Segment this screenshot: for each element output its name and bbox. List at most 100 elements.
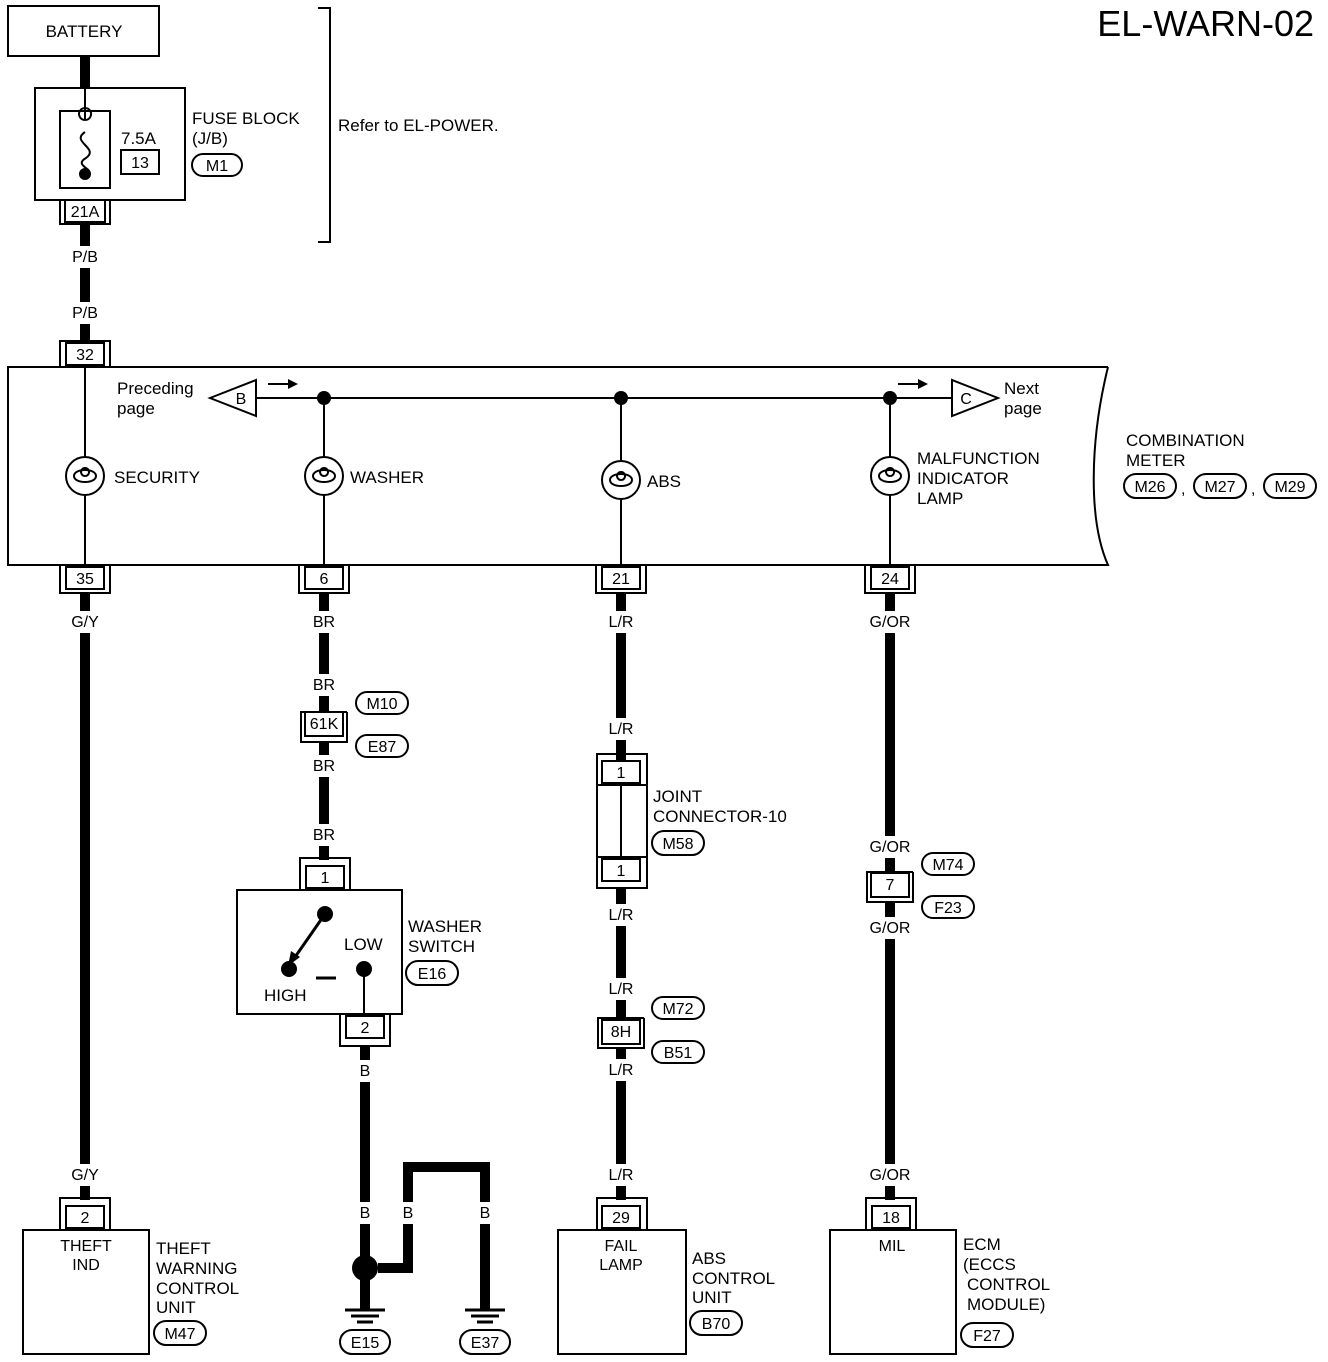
washer-switch-connector-pill: [405, 960, 459, 986]
combination-meter-box: [7, 366, 1110, 566]
joint-pin-top: 1: [617, 765, 626, 782]
switch-pin-in: 1: [321, 870, 330, 887]
meter-connector-pill-3: [1263, 473, 1317, 499]
power-ref-bracket: [318, 7, 331, 243]
joint-connector-pill: [651, 830, 705, 856]
theft-unit-text-2: IND: [72, 1257, 100, 1274]
washer-conn-box: [304, 711, 344, 737]
pb-wire-label-top: P/B: [72, 249, 98, 266]
battery-box: [7, 5, 160, 57]
theft-unit-box: [22, 1229, 150, 1355]
theft-connector-pill: [153, 1320, 207, 1346]
mil-conn-box: [870, 872, 910, 898]
ground-e37-pill: [459, 1329, 511, 1355]
lr-wire-label-4: L/R: [609, 981, 634, 998]
washer-conn-pin: 61K: [310, 716, 339, 733]
switch-pin-in-bracket: [299, 857, 351, 890]
theft-pin-box: [65, 1205, 105, 1229]
mil-conn-top-pill: [921, 852, 975, 876]
gor-wire-label-4: G/OR: [870, 1167, 911, 1184]
lr-wire-label-1: L/R: [609, 614, 634, 631]
combination-meter-label-2: METER: [1126, 451, 1186, 470]
washer-lamp-icon: [304, 456, 344, 496]
br-wire-label-2: BR: [313, 677, 335, 694]
theft-unit-label-2: WARNING: [156, 1259, 238, 1278]
lr-wire-label-2: L/R: [609, 721, 634, 738]
b-wire-label-3: B: [403, 1205, 414, 1222]
ground-e15-pill: [339, 1329, 391, 1355]
washer-conn-bottom-pill: [355, 734, 409, 758]
fuse-connector-pill: [191, 153, 243, 177]
ground-icon-2: [465, 1308, 505, 1324]
joint-connector: M58: [662, 836, 693, 853]
gy-wire-label-top: G/Y: [71, 614, 99, 631]
security-lamp-icon: [65, 456, 105, 496]
preceding-page-label: Preceding: [117, 379, 194, 398]
next-page-triangle: [951, 378, 1001, 418]
abs-conn-top-pill: [651, 996, 705, 1020]
term-abs: 21: [612, 571, 630, 588]
fuse-connector: M1: [206, 158, 228, 175]
gor-wire-label-3: G/OR: [870, 920, 911, 937]
washer-switch-label-2: SWITCH: [408, 937, 475, 956]
joint-pin-bottom: 1: [617, 863, 626, 880]
joint-connector-label-2: CONNECTOR-10: [653, 807, 787, 826]
theft-pin-bracket: [59, 1197, 111, 1230]
joint-connector-label: JOINT: [653, 787, 702, 806]
switch-pin-in-box: [305, 865, 345, 889]
meter-connector-sep-2: ,: [1251, 481, 1255, 498]
mil-conn-pin: 7: [886, 877, 895, 894]
switch-pin-out: 2: [361, 1020, 370, 1037]
mil-conn-bottom: F23: [934, 900, 962, 917]
ground-splice-dot: [352, 1255, 378, 1281]
meter-input-terminal: 32: [76, 347, 94, 364]
b-wire-label-2: B: [360, 1205, 371, 1222]
ecm-unit-label: ECM: [963, 1235, 1001, 1254]
ground-e15: E15: [351, 1335, 380, 1352]
washer-conn-top: M10: [366, 696, 397, 713]
mil-lamp-label-3: LAMP: [917, 489, 963, 508]
theft-pin: 2: [81, 1210, 90, 1227]
abs-conn-box: [601, 1019, 641, 1045]
arrow-right-head: [288, 379, 298, 389]
washer-conn-bottom: E87: [368, 739, 397, 756]
br-wire-label-4: BR: [313, 827, 335, 844]
fuse-rating: 7.5A: [121, 129, 157, 148]
preceding-page-ref: B: [236, 391, 247, 408]
fuse-terminal-box: [64, 199, 106, 223]
joint-pin-top-box: [601, 760, 641, 784]
switch-high-contact: [281, 961, 297, 977]
arrow-right-head-2: [918, 379, 928, 389]
ground-e37: E37: [471, 1335, 500, 1352]
security-lamp-label: SECURITY: [114, 468, 200, 487]
power-ref-note: Refer to EL-POWER.: [338, 116, 499, 135]
mil-unit-pin-box: [871, 1205, 911, 1229]
ecm-unit-label-3: CONTROL: [967, 1275, 1050, 1294]
gor-wire-label-1: G/OR: [870, 614, 911, 631]
abs-unit-box: [557, 1229, 687, 1355]
mil-lamp-label-2: INDICATOR: [917, 469, 1009, 488]
battery-label: BATTERY: [46, 22, 123, 41]
abs-unit-label-3: UNIT: [692, 1288, 732, 1307]
fuse-number: 13: [131, 155, 149, 172]
preceding-page-triangle: [207, 378, 257, 418]
next-page-label: Next: [1004, 379, 1039, 398]
meter-connector-1: M26: [1134, 479, 1165, 496]
meter-input-bracket: [59, 340, 111, 367]
meter-connector-2: M27: [1204, 479, 1235, 496]
abs-unit-connector: B70: [702, 1316, 731, 1333]
lr-wire-label-5: L/R: [609, 1062, 634, 1079]
switch-lever: [291, 913, 327, 961]
lr-wire-label-6: L/R: [609, 1167, 634, 1184]
abs-lamp-icon: [601, 460, 641, 500]
ground-icon: [345, 1308, 385, 1324]
br-wire-label-3: BR: [313, 758, 335, 775]
switch-low-label: LOW: [344, 935, 383, 954]
abs-conn-bracket-top: [597, 1017, 644, 1044]
abs-unit-connector-pill: [689, 1310, 743, 1336]
br-wire-label-1: BR: [313, 614, 335, 631]
abs-unit-pin-bracket: [596, 1197, 648, 1230]
ecm-unit-label-4: MODULE): [967, 1295, 1045, 1314]
washer-conn-top-pill: [355, 691, 409, 715]
